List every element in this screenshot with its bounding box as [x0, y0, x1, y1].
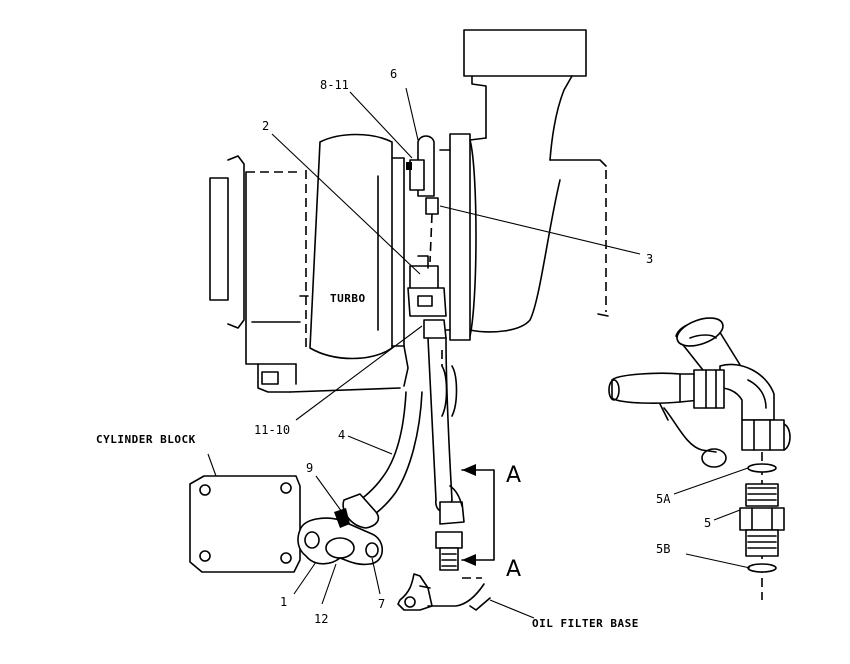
cylinder-block-label: CYLINDER BLOCK: [96, 433, 196, 446]
leader-lines: [207, 87, 751, 619]
oil-filter-base-bracket: [397, 573, 491, 611]
cylinder-block-flange: [189, 475, 384, 573]
callout-2: 2: [262, 119, 269, 133]
callout-7: 7: [378, 597, 385, 611]
oil-filter-base-label: OIL FILTER BASE: [532, 617, 639, 630]
callout-4: 4: [338, 428, 345, 442]
callout-12: 12: [314, 612, 328, 626]
callout-11-10: 11-10: [254, 423, 290, 437]
section-a-bottom-label: A: [506, 557, 521, 582]
callout-5: 5: [704, 516, 711, 530]
oil-tube-drain: [342, 350, 458, 529]
section-a-top-label: A: [506, 463, 521, 488]
callout-3: 3: [646, 252, 653, 266]
callout-9: 9: [306, 461, 313, 475]
turbo-housing: [209, 133, 477, 393]
callout-1: 1: [280, 595, 287, 609]
turbo-label: TURBO: [330, 292, 366, 305]
section-a-indicator: A A: [461, 463, 521, 582]
callout-5B: 5B: [656, 542, 670, 556]
detail-fitting-assembly: [608, 317, 791, 600]
exhaust-outlet-elbow: [463, 29, 609, 333]
callout-6: 6: [390, 67, 397, 81]
oil-tube-main: [406, 135, 465, 571]
callout-5A: 5A: [656, 492, 671, 506]
callout-8-11: 8-11: [320, 78, 349, 92]
